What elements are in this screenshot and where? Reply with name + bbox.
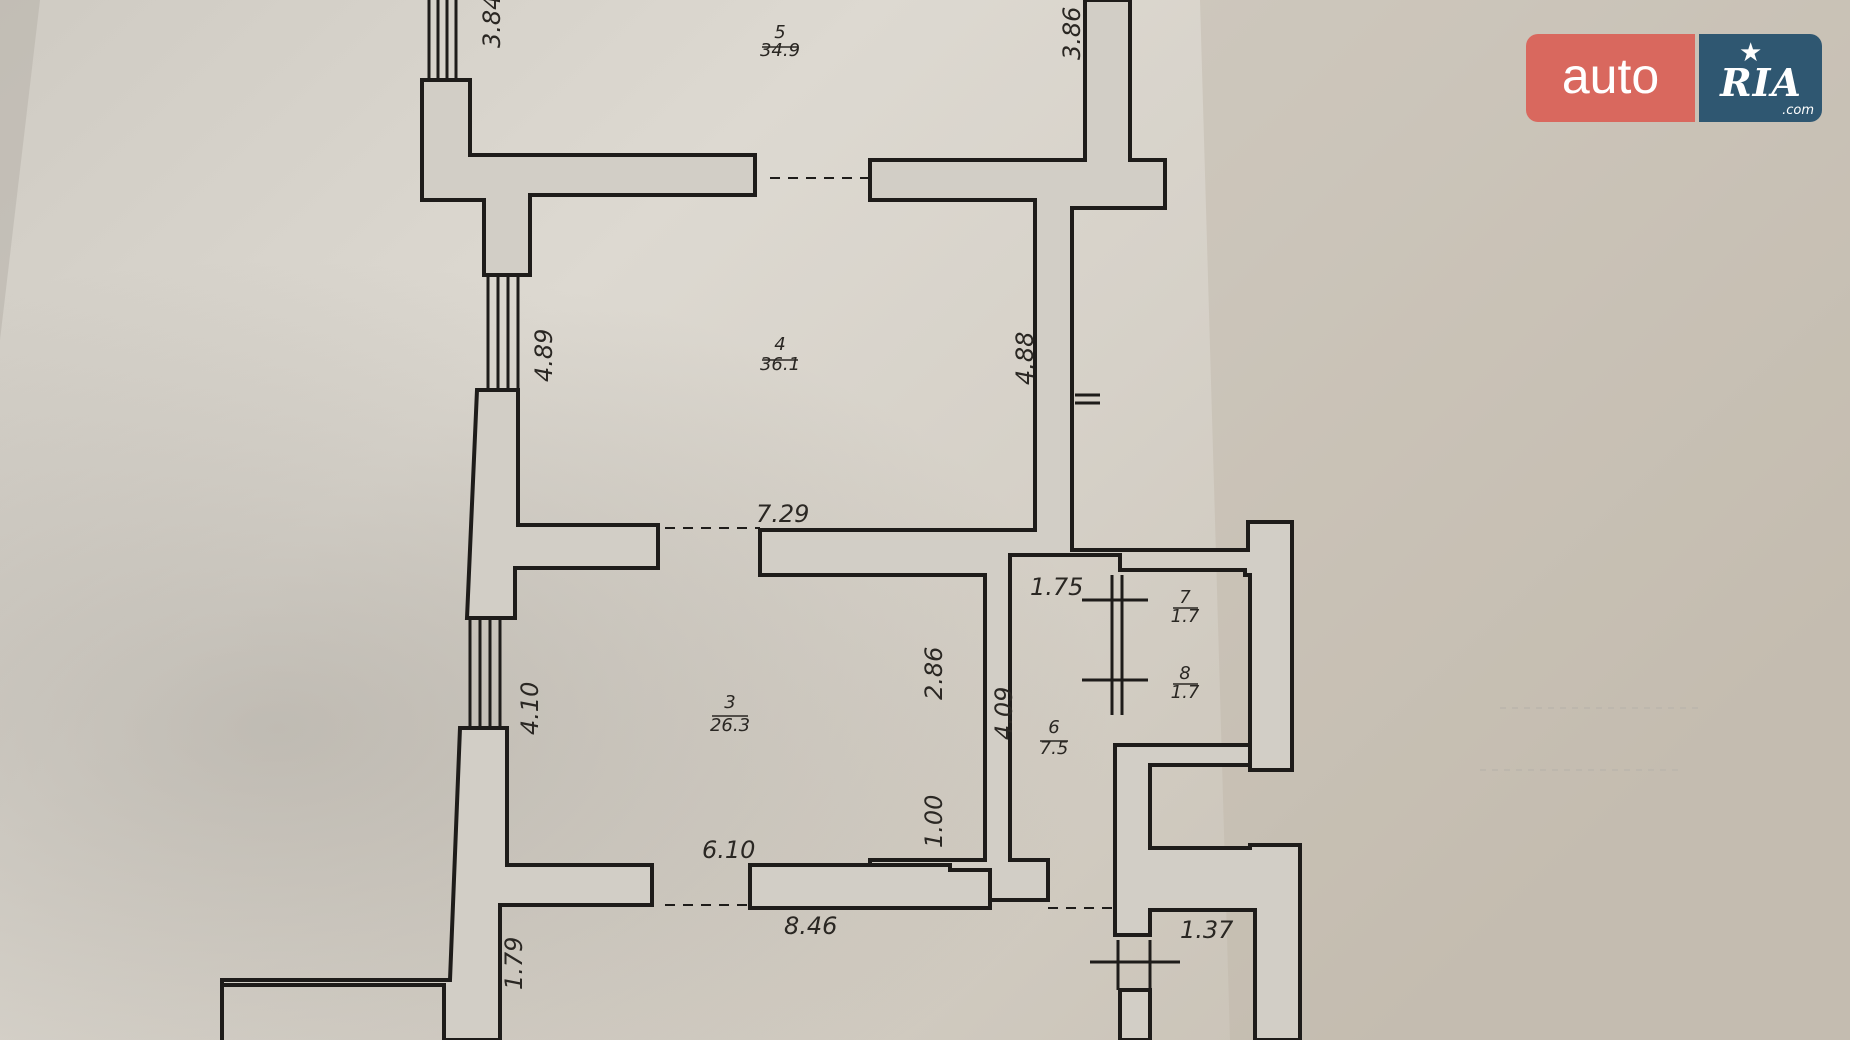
room-3-number: 3	[724, 692, 735, 713]
dim-1-00: 1.00	[920, 795, 948, 848]
dim-1-75: 1.75	[1030, 573, 1083, 601]
logo-ria-text: RIA	[1720, 60, 1802, 105]
star-icon: ★	[1739, 38, 1763, 68]
dim-8-46: 8.46	[784, 912, 837, 940]
dim-4-10: 4.10	[516, 682, 544, 735]
logo-com-text: .com	[1782, 103, 1814, 118]
room-4-number: 4	[774, 334, 785, 355]
room-6-area: 7.5	[1040, 738, 1069, 759]
logo-auto-text: auto	[1526, 34, 1695, 122]
room-5-area: 34.9	[760, 40, 800, 61]
room-4-area: 36.1	[760, 354, 800, 375]
dim-4-89: 4.89	[530, 329, 558, 382]
room-8-number: 8	[1179, 663, 1190, 684]
logo-ria-block: ★ RIA .com	[1699, 34, 1822, 122]
room-5-number: 5	[774, 22, 785, 43]
dim-3-86: 3.86	[1058, 7, 1086, 60]
dim-1-37: 1.37	[1180, 916, 1234, 944]
room-7-area: 1.7	[1171, 606, 1200, 627]
dim-1-79: 1.79	[500, 937, 528, 990]
room-7-number: 7	[1179, 587, 1191, 608]
dim-4-09: 4.09	[990, 687, 1018, 740]
room-8-area: 1.7	[1171, 682, 1200, 703]
dim-7-29: 7.29	[756, 500, 809, 528]
dim-3-84: 3.84	[478, 0, 506, 48]
room-3-area: 26.3	[710, 715, 750, 736]
dim-6-10: 6.10	[702, 836, 755, 864]
dim-4-88: 4.88	[1011, 332, 1039, 385]
auto-ria-logo: auto ★ RIA .com	[1526, 34, 1822, 122]
dim-2-86: 2.86	[920, 647, 948, 700]
room-6-number: 6	[1048, 717, 1059, 738]
